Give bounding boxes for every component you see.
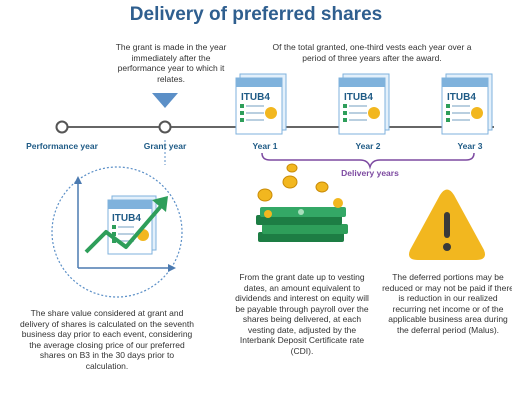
certificate-icon-year1 — [235, 73, 287, 135]
malus-note: The deferred portions may be reduced or … — [382, 272, 512, 335]
label-grant-year: Grant year — [143, 141, 187, 151]
dividend-note: From the grant date up to vesting dates,… — [235, 272, 369, 356]
timeline-node-grant — [158, 120, 172, 134]
label-year2: Year 2 — [355, 141, 381, 151]
growth-arrow-icon — [152, 196, 168, 212]
certificate-icon-year2 — [338, 73, 390, 135]
delivery-brace — [261, 152, 475, 170]
chart-y-arrow-icon — [74, 176, 82, 184]
certificate-icon-year3 — [441, 73, 493, 135]
certificate-code-chart: ITUB4 — [112, 213, 141, 224]
certificate-icon-chart — [107, 195, 157, 255]
timeline-node-performance — [55, 120, 69, 134]
certificate-code-year1: ITUB4 — [241, 92, 270, 103]
certificate-code-year2: ITUB4 — [344, 92, 373, 103]
label-delivery-years: Delivery years — [341, 168, 399, 178]
certificate-code-year3: ITUB4 — [447, 92, 476, 103]
label-performance-year: Performance year — [26, 141, 98, 151]
money-icon — [256, 198, 348, 242]
growth-trend-line — [84, 203, 164, 254]
page-title: Delivery of preferred shares — [129, 4, 383, 25]
label-year1: Year 1 — [252, 141, 278, 151]
coins-icon — [257, 163, 329, 202]
share-value-note: The share value considered at grant and … — [20, 308, 194, 371]
grant-note: The grant is made in the year immediatel… — [115, 42, 227, 84]
chart-x-arrow-icon — [168, 264, 176, 272]
grant-pointer-icon — [152, 93, 178, 108]
label-year3: Year 3 — [457, 141, 483, 151]
vesting-note: Of the total granted, one-third vests ea… — [272, 42, 472, 63]
warning-icon — [409, 189, 485, 260]
chart-circle — [51, 166, 183, 298]
